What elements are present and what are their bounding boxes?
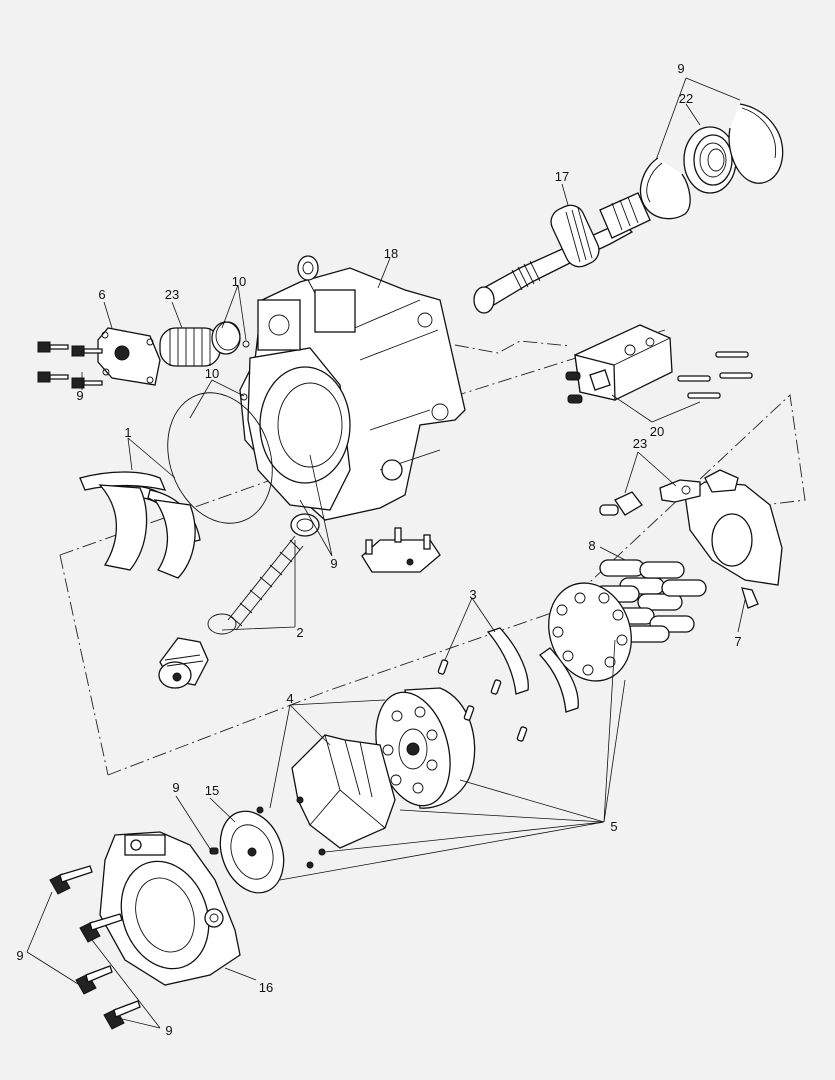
valve-plate-15 [219,810,285,894]
callout-9-center: 9 [330,556,337,571]
callout-9-bottom-left: 9 [16,948,23,963]
callout-2: 2 [296,625,303,640]
callout-1: 1 [124,425,131,440]
callout-9-bottom: 9 [165,1023,172,1038]
drive-shaft-17 [473,192,651,314]
control-piston-2 [158,513,320,689]
callout-10-lower: 10 [205,366,219,381]
callout-18: 18 [384,246,398,261]
retainer-plate-5 [548,582,632,682]
callout-labels: 9 22 17 18 10 6 23 10 9 1 20 23 8 9 3 2 … [16,61,741,1038]
callout-22: 22 [679,91,693,106]
callout-23-left: 23 [165,287,179,302]
callout-10-upper: 10 [232,274,246,289]
callout-5: 5 [610,819,617,834]
valve-screws [677,351,753,399]
cap-screws-6 [37,341,103,389]
control-valve-20 [565,324,673,404]
callout-15: 15 [205,783,219,798]
callout-20: 20 [650,424,664,439]
bearing-22 [683,126,737,194]
callout-3: 3 [469,587,476,602]
callout-9-left: 9 [76,388,83,403]
seal-cover [361,527,441,573]
callout-16: 16 [259,980,273,995]
spring-sleeve-23 [159,321,241,367]
callout-23-right: 23 [633,436,647,451]
callout-8: 8 [588,538,595,553]
swashplate-7 [684,469,783,609]
callout-7: 7 [734,634,741,649]
leader-lines [26,77,746,1029]
callout-6: 6 [98,287,105,302]
o-rings-10 [167,321,273,524]
callout-9-top: 9 [677,61,684,76]
cover-plate-6 [97,327,161,386]
pump-housing-18 [239,255,466,521]
adjusters-23 [599,479,701,516]
cylinder-block-5 [375,687,476,809]
callout-9-lower: 9 [172,780,179,795]
retaining-ring-small [639,157,691,220]
callout-17: 17 [555,169,569,184]
wear-segments-3 [486,627,579,713]
rear-cover-16 [99,831,241,986]
cover-bolts-9 [49,865,141,1030]
retaining-ring-large [728,103,784,184]
bearing-shells-1 [79,471,201,579]
callout-4: 4 [286,691,293,706]
small-pins [437,659,528,742]
